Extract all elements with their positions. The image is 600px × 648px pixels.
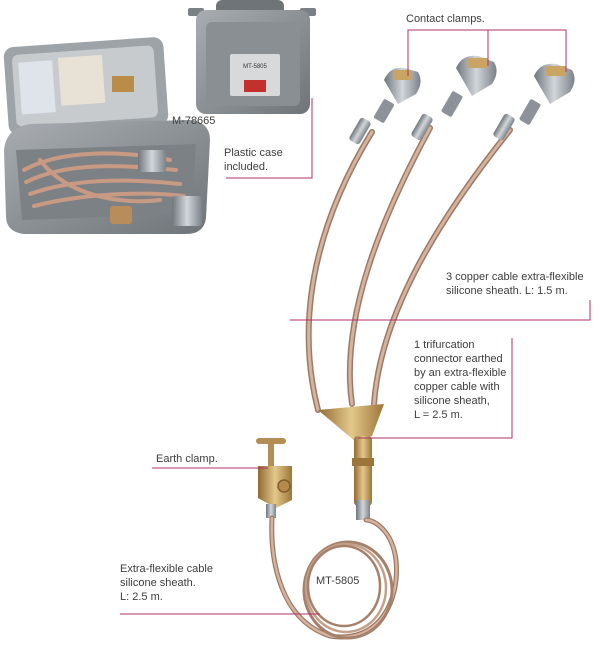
contact-clamp-2 — [411, 55, 497, 141]
label-earth-clamp: Earth clamp. — [156, 453, 218, 465]
closed-case-image: MT-5805 — [188, 0, 316, 114]
trifurcation-connector — [318, 404, 384, 520]
label-product-code: MT-5805 — [316, 575, 360, 587]
label-case-code: M-78665 — [172, 115, 216, 127]
label-plastic-case: Plastic case included. — [224, 147, 283, 173]
leader-lines — [120, 29, 591, 615]
label-trifurcation: 1 trifurcation connector earthed by an e… — [414, 339, 507, 421]
label-copper-cables: 3 copper cable extra-flexible silicone s… — [446, 271, 584, 297]
contact-clamp-1 — [349, 67, 421, 145]
earth-clamp-image — [256, 438, 292, 518]
case-lid-badge: MT-5805 — [243, 64, 267, 70]
label-contact-clamps: Contact clamps. — [406, 13, 485, 25]
earth-cable — [269, 515, 399, 640]
contact-clamp-3 — [493, 63, 575, 141]
copper-cables — [305, 125, 513, 413]
open-case-image — [3, 37, 210, 234]
label-extra-flexible: Extra-flexible cable silicone sheath. L:… — [120, 563, 213, 603]
